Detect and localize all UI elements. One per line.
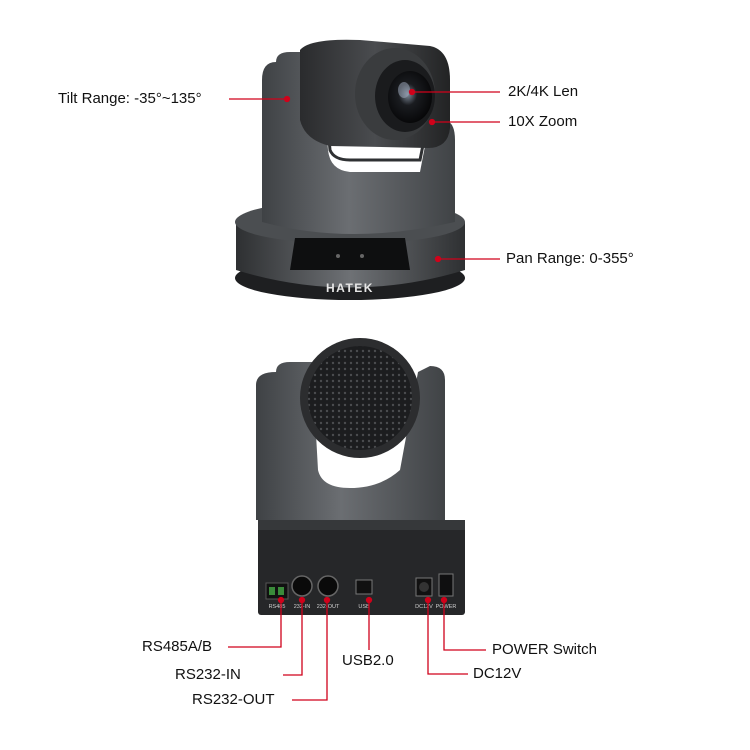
leader-rs232-out: [292, 600, 328, 701]
leader-zoom-dot: [428, 118, 436, 126]
leader-power-dot: [440, 596, 448, 604]
leader-rs232-in: [283, 600, 303, 676]
label-lens: 2K/4K Len: [508, 83, 579, 100]
port-label-rs232-out: 232-OUT: [317, 604, 340, 610]
leader-dc-dot: [424, 596, 432, 604]
leader-dc: [427, 600, 468, 675]
leader-usb-dot: [365, 596, 373, 604]
leader-rs485: [228, 600, 282, 648]
leader-lens-dot: [408, 88, 416, 96]
label-rs232-in: RS232-IN: [175, 666, 241, 683]
leader-rs232-in-dot: [298, 596, 306, 604]
leader-lines: [228, 88, 500, 701]
leader-tilt-dot: [283, 95, 291, 103]
label-pan-range: Pan Range: 0-355°: [506, 250, 634, 267]
label-rs485: RS485A/B: [142, 638, 213, 655]
label-usb: USB2.0: [342, 652, 394, 669]
port-label-usb: USB: [358, 604, 370, 610]
leader-pan-dot: [434, 255, 442, 263]
port-label-dc: DC12V: [415, 604, 433, 610]
brand-logo: HATEK: [326, 281, 374, 295]
port-label-rs485: RS485: [269, 604, 286, 610]
label-tilt-range: Tilt Range: -35°~135°: [58, 90, 202, 107]
camera-front-view: HATEK: [235, 39, 465, 300]
label-zoom: 10X Zoom: [508, 113, 578, 130]
camera-rear-view: RS485 232-IN 232-OUT USB DC12V POWER: [256, 338, 465, 615]
label-power-switch: POWER Switch: [492, 641, 598, 658]
leader-rs232-out-dot: [323, 596, 331, 604]
label-rs232-out: RS232-OUT: [192, 691, 275, 708]
port-label-power: POWER: [436, 604, 457, 610]
leader-rs485-dot: [277, 596, 285, 604]
leader-power: [443, 600, 486, 651]
label-dc12v: DC12V: [473, 665, 522, 682]
